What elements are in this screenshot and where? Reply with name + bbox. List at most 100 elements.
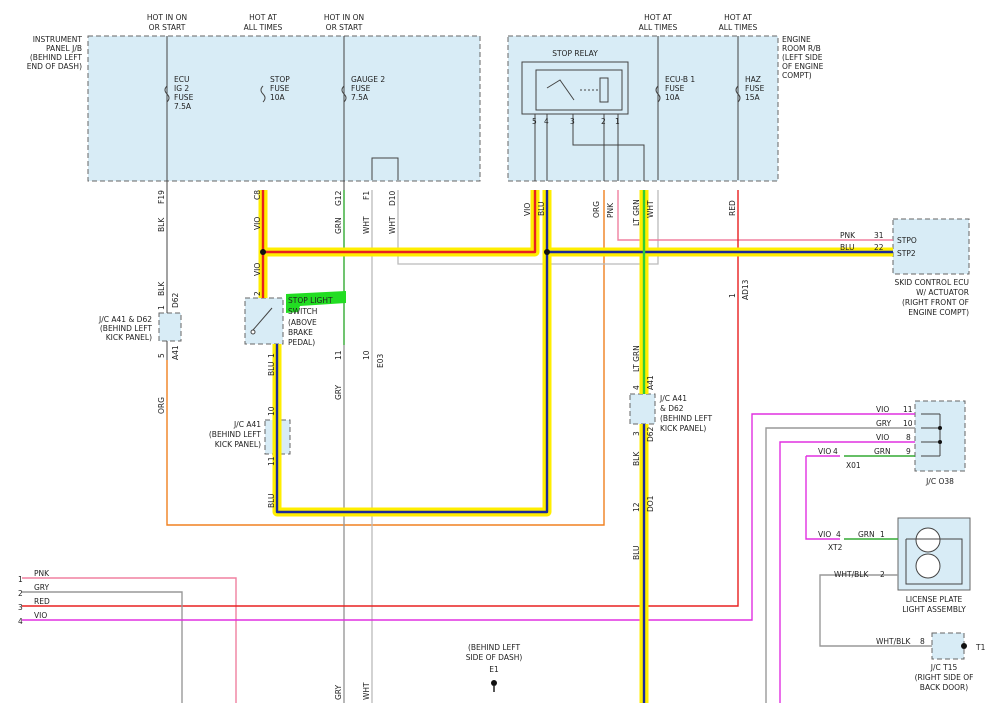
- stop-relay-label: STOP RELAY: [552, 49, 598, 58]
- skid-label-4: ENGINE COMPT): [908, 308, 969, 317]
- out-1-num: 1: [18, 575, 23, 584]
- skid-pin-31: 31: [874, 231, 884, 240]
- skid-wire-pnk: PNK: [840, 231, 856, 240]
- license-plate-light-box: [897, 517, 971, 591]
- header-hot-all-2b: ALL TIMES: [639, 23, 678, 32]
- jcr-conn-d62: D62: [646, 426, 655, 442]
- jc-t15-label-3: BACK DOOR): [920, 683, 968, 692]
- wire-gry-2: GRY: [334, 684, 343, 700]
- jcm-label-1: J/C A41: [233, 420, 261, 429]
- skid-label-1: SKID CONTROL ECU: [894, 278, 969, 287]
- wire-wht-1: WHT: [362, 216, 371, 234]
- do1-pin-12: 12: [632, 502, 641, 512]
- o38-pin-10: 10: [903, 419, 913, 428]
- conn-ad13-pin: 1: [728, 293, 737, 298]
- wire-vio-1: VIO: [253, 217, 262, 230]
- relay-pin-4: 4: [544, 117, 549, 126]
- jcr-pin-4: 4: [632, 385, 641, 390]
- fuse-ecu-b1-2: FUSE: [665, 84, 685, 93]
- fuse-gauge2-1: GAUGE 2: [351, 75, 385, 84]
- wire-lt-grn-2: LT GRN: [632, 345, 641, 372]
- relay-pin-3: 3: [570, 117, 575, 126]
- skid-label-3: (RIGHT FRONT OF: [902, 298, 969, 307]
- jcr-conn-a41: A41: [646, 375, 655, 390]
- conn-f1: F1: [362, 191, 371, 200]
- wire-gry-1: GRY: [334, 384, 343, 400]
- jcm-label-2: (BEHIND LEFT: [209, 430, 262, 439]
- e03-pin-11: 11: [334, 350, 343, 360]
- jcr-label-2: & D62: [660, 404, 684, 413]
- jcl-label-1: J/C A41 & D62: [98, 315, 152, 324]
- fuse-ecu-ig2-3: FUSE: [174, 93, 194, 102]
- jc-t15-label-1: J/C T15: [930, 663, 958, 672]
- header-hot-on-start-1b: OR START: [149, 23, 186, 32]
- wire-wht-4: WHT: [362, 682, 371, 700]
- wire-blu-1: BLU: [537, 202, 546, 216]
- wire-blk-2: BLK: [157, 281, 166, 296]
- jcl-pin-5: 5: [157, 353, 166, 358]
- e03-pin-10: 10: [362, 350, 371, 360]
- xt2-pin-4: 4: [836, 530, 841, 539]
- out-2-num: 2: [18, 589, 23, 598]
- engine-room-label-2: ROOM R/B: [782, 44, 821, 53]
- wire-grn-1: GRN: [334, 217, 343, 234]
- stop-relay-inner: [535, 69, 623, 111]
- conn-d10: D10: [388, 190, 397, 206]
- instrument-panel-jb-box: [87, 35, 481, 182]
- x01-wire-vio: VIO: [818, 447, 831, 456]
- fuse-haz-1: HAZ: [745, 75, 761, 84]
- stop-light-switch-3: (ABOVE: [288, 318, 317, 327]
- engine-room-label-4: OF ENGINE: [782, 62, 824, 71]
- instrument-panel-label-2: PANEL J/B: [46, 44, 82, 53]
- stop-light-switch-1: STOP LIGHT: [288, 296, 333, 305]
- stop-relay-box: [521, 61, 629, 115]
- out-1-color: PNK: [34, 569, 50, 578]
- jcl-label-3: KICK PANEL): [106, 333, 152, 342]
- o38-wire-vio-1: VIO: [876, 405, 889, 414]
- ground-label-2: SIDE OF DASH): [466, 653, 523, 662]
- fuse-ecu-ig2-2: IG 2: [174, 84, 189, 93]
- green-highlight-mark: [286, 291, 346, 313]
- lp-wire-wht-blk: WHT/BLK: [834, 570, 869, 579]
- wire-wht-3: WHT: [646, 200, 655, 218]
- stop-light-switch-2: SWITCH: [288, 307, 317, 316]
- fuse-stop-1: STOP: [270, 75, 290, 84]
- ground-label-1: (BEHIND LEFT: [468, 643, 521, 652]
- engine-room-label-3: (LEFT SIDE: [782, 53, 823, 62]
- t15-wire-wht-blk: WHT/BLK: [876, 637, 911, 646]
- sw-pin-2: 2: [253, 291, 262, 296]
- instrument-panel-label-3: (BEHIND LEFT: [30, 53, 83, 62]
- fuse-gauge2-2: FUSE: [351, 84, 371, 93]
- engine-room-label-1: ENGINE: [782, 35, 811, 44]
- license-plate-label-1: LICENSE PLATE: [906, 595, 963, 604]
- jcr-label-1: J/C A41: [659, 394, 687, 403]
- stop-light-switch-box: [244, 297, 284, 345]
- o38-wire-gry: GRY: [876, 419, 892, 428]
- o38-wire-vio-2: VIO: [876, 433, 889, 442]
- fuse-stop-2: FUSE: [270, 84, 290, 93]
- x01-pin-4: 4: [833, 447, 838, 456]
- out-4-color: VIO: [34, 611, 47, 620]
- skid-label-2: W/ ACTUATOR: [916, 288, 969, 297]
- conn-do1: DO1: [646, 495, 655, 512]
- stop-light-switch-4: BRAKE: [288, 328, 313, 337]
- t15-pin-8: 8: [920, 637, 925, 646]
- lp-wire-grn: GRN: [858, 530, 875, 539]
- out-2-color: GRY: [34, 583, 50, 592]
- header-hot-all-1: HOT AT: [249, 13, 277, 22]
- jcm-label-3: KICK PANEL): [215, 440, 261, 449]
- out-4-num: 4: [18, 617, 23, 626]
- wire-blu-2: BLU: [267, 362, 276, 376]
- wire-blk-1: BLK: [157, 217, 166, 232]
- jc-t15-label-2: (RIGHT SIDE OF: [915, 673, 974, 682]
- ground-label-3: E1: [489, 665, 499, 674]
- jc-o38-label: J/C O38: [925, 477, 954, 486]
- conn-xt2: XT2: [828, 543, 843, 552]
- skid-control-ecu-box: [892, 218, 970, 275]
- fuse-stop-3: 10A: [270, 93, 286, 102]
- jcl-pin-1: 1: [157, 305, 166, 310]
- fuse-gauge2-3: 7.5A: [351, 93, 369, 102]
- header-hot-all-3b: ALL TIMES: [719, 23, 758, 32]
- sw-pin-1: 1: [267, 353, 276, 358]
